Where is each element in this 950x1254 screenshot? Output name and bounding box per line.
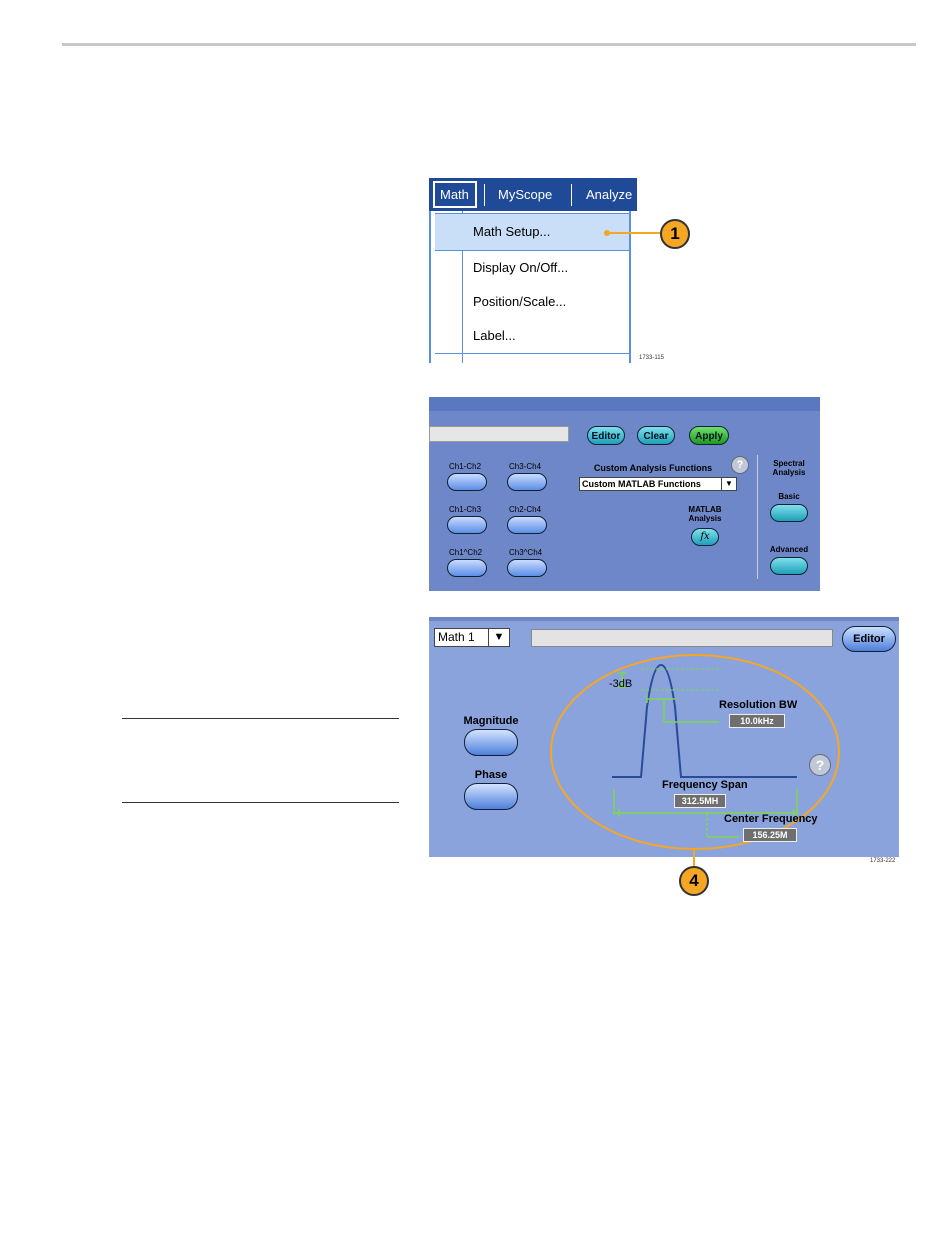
preset-ch3-ch4-button[interactable] <box>507 473 547 491</box>
menu-bottom-line <box>435 353 629 354</box>
menu-separator <box>571 184 572 206</box>
callout-4-leader <box>693 850 695 868</box>
preset-ch1-x-ch2-button[interactable] <box>447 559 487 577</box>
page-top-rule <box>62 43 916 46</box>
menu-figure-id: 1733-115 <box>639 355 664 361</box>
math-source-select[interactable]: Math 1 ▼ <box>434 628 510 647</box>
frequency-span-label: Frequency Span <box>662 779 748 791</box>
center-frequency-value[interactable]: 156.25M <box>743 828 797 842</box>
magnitude-label: Magnitude <box>463 715 519 727</box>
menu-tab-myscope[interactable]: MyScope <box>498 187 553 202</box>
menu-separator <box>484 184 485 206</box>
dropdown-arrow-icon: ▼ <box>488 629 509 646</box>
menu-gutter <box>462 211 463 363</box>
preset-label: Ch1-Ch3 <box>449 505 482 514</box>
math-setup-panel-screenshot: Editor Clear Apply Ch1-Ch2 Ch3-Ch4 Ch1-C… <box>429 397 820 591</box>
callout-1: 1 <box>660 219 690 249</box>
apply-button[interactable]: Apply <box>689 426 729 445</box>
basic-label: Basic <box>778 492 800 501</box>
menu-item-highlight <box>435 213 629 251</box>
minus3db-label: -3dB <box>609 678 633 690</box>
spectral-diagram <box>550 654 840 850</box>
magnitude-button[interactable] <box>464 729 518 756</box>
advanced-label: Advanced <box>769 545 809 554</box>
spectral-advanced-button[interactable] <box>770 557 808 575</box>
phase-label: Phase <box>474 769 508 781</box>
callout-4: 4 <box>679 866 709 896</box>
preset-label: Ch2-Ch4 <box>509 505 542 514</box>
math-menu-screenshot: Math MyScope Analyze Math Setup... Displ… <box>429 178 637 363</box>
frequency-span-value[interactable]: 312.5MH <box>674 794 726 808</box>
help-icon[interactable]: ? <box>731 456 749 474</box>
editor-button[interactable]: Editor <box>587 426 625 445</box>
menu-tab-math[interactable]: Math <box>440 187 469 202</box>
menu-math-selection-box <box>433 181 477 208</box>
custom-functions-select[interactable]: Custom MATLAB Functions ▼ <box>579 477 737 491</box>
menu-bar: Math MyScope Analyze <box>429 178 637 211</box>
custom-functions-value: Custom MATLAB Functions <box>582 479 701 489</box>
preset-label: Ch1^Ch2 <box>449 548 483 557</box>
menu-item-position-scale[interactable]: Position/Scale... <box>473 294 567 309</box>
menu-item-math-setup[interactable]: Math Setup... <box>473 224 551 239</box>
custom-analysis-label: Custom Analysis Functions <box>593 463 713 473</box>
preset-label: Ch3^Ch4 <box>509 548 543 557</box>
fx-icon: fx <box>700 531 710 542</box>
highlight-ellipse <box>550 654 840 850</box>
resolution-bw-value[interactable]: 10.0kHz <box>729 714 785 728</box>
note-rule-top <box>122 718 399 719</box>
spectral-figure-id: 1733-222 <box>870 858 896 864</box>
phase-button[interactable] <box>464 783 518 810</box>
clear-button[interactable]: Clear <box>637 426 675 445</box>
panel-title-strip <box>429 397 820 411</box>
center-frequency-label: Center Frequency <box>724 813 818 825</box>
callout-1-dot <box>604 230 610 236</box>
menu-item-label[interactable]: Label... <box>473 328 516 343</box>
spectral-top-strip <box>429 617 899 621</box>
resolution-bw-label: Resolution BW <box>719 699 798 711</box>
dropdown-arrow-icon: ▼ <box>721 478 736 490</box>
math-source-value: Math 1 <box>438 630 475 644</box>
preset-ch3-x-ch4-button[interactable] <box>507 559 547 577</box>
preset-label: Ch3-Ch4 <box>509 462 542 471</box>
preset-ch1-ch3-button[interactable] <box>447 516 487 534</box>
help-icon[interactable]: ? <box>809 754 831 776</box>
spectral-editor-button[interactable]: Editor <box>842 626 896 652</box>
preset-ch2-ch4-button[interactable] <box>507 516 547 534</box>
math-expression-field[interactable] <box>429 426 569 442</box>
matlab-fx-button[interactable]: fx <box>691 528 719 546</box>
spectrum-trace <box>612 663 797 778</box>
preset-label: Ch1-Ch2 <box>449 462 482 471</box>
preset-ch1-ch2-button[interactable] <box>447 473 487 491</box>
note-rule-bottom <box>122 802 399 803</box>
callout-1-leader <box>606 232 662 234</box>
menu-tab-analyze[interactable]: Analyze <box>586 187 633 202</box>
panel-divider <box>757 455 758 579</box>
menu-item-display-on-off[interactable]: Display On/Off... <box>473 260 569 275</box>
spectral-basic-button[interactable] <box>770 504 808 522</box>
spectral-setup-screenshot: Math 1 ▼ Editor Magnitude Phase -3dB Res… <box>429 617 899 857</box>
matlab-analysis-label: MATLAB Analysis <box>688 505 722 523</box>
spectral-analysis-label: Spectral Analysis <box>772 459 806 477</box>
spectral-expression-field[interactable] <box>531 629 833 647</box>
